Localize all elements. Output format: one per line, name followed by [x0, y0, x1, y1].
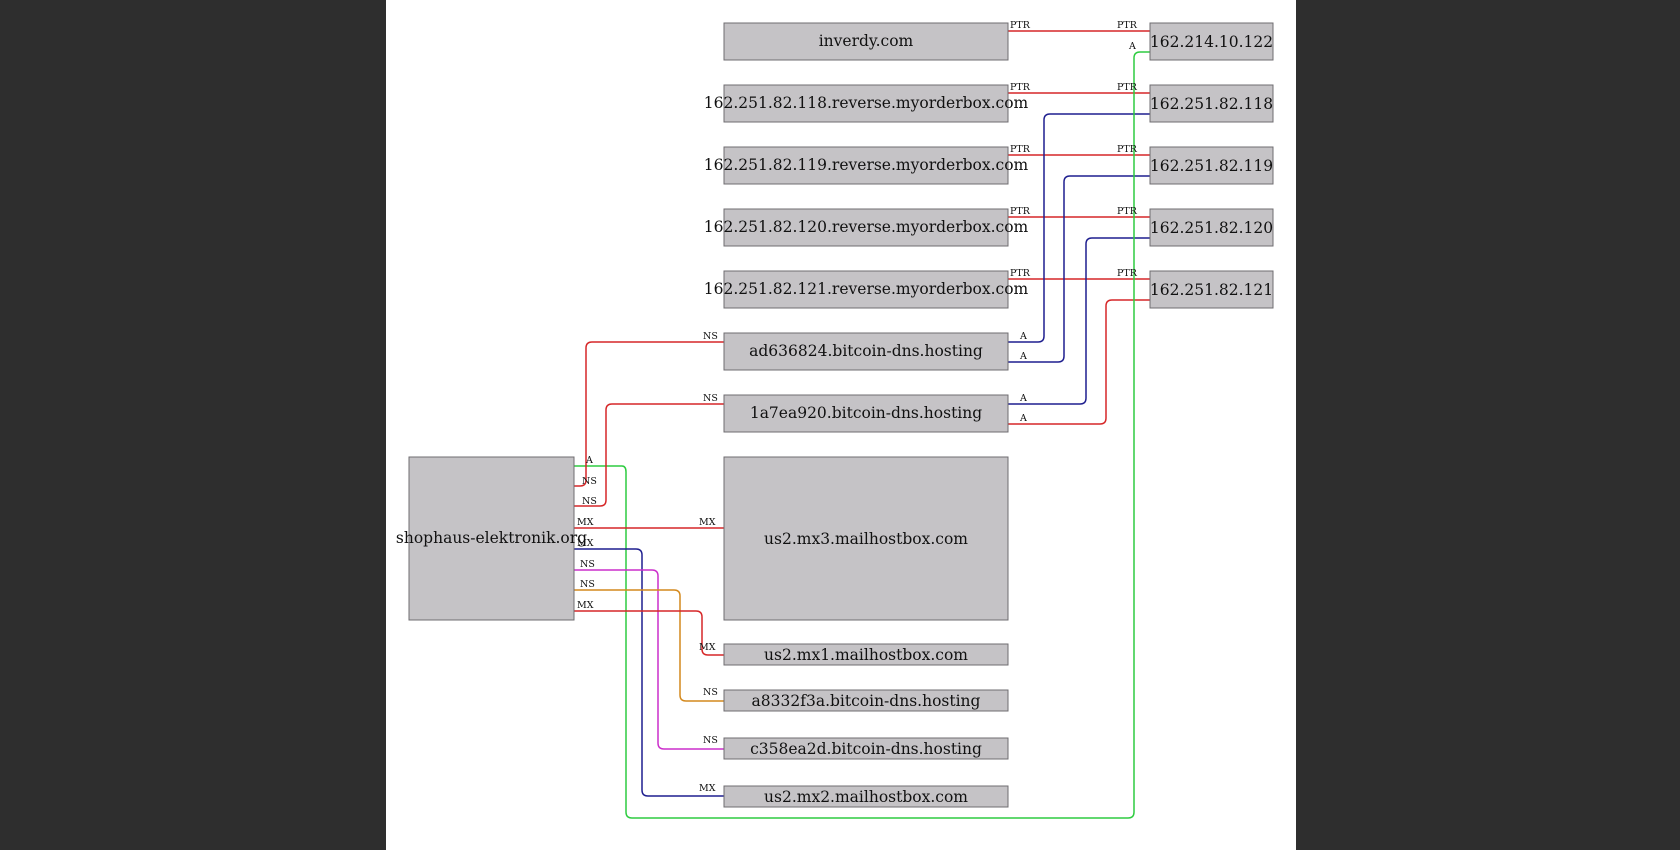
- node-label: us2.mx2.mailhostbox.com: [764, 788, 968, 806]
- node-inverdy[interactable]: inverdy.com: [723, 22, 1009, 61]
- label-ns-1a7ea920: NS: [703, 393, 718, 404]
- edge-mx-shophaus-mx1: [574, 610, 724, 656]
- edge-mx-shophaus-mx2: [574, 548, 724, 797]
- label-mx-mx1: MX: [699, 642, 716, 653]
- node-label: c358ea2d.bitcoin-dns.hosting: [750, 740, 982, 758]
- node-1a7ea920[interactable]: 1a7ea920.bitcoin-dns.hosting: [723, 394, 1009, 433]
- label-ns-c358ea2d: NS: [703, 735, 718, 746]
- label-ptr-rev121-left: PTR: [1010, 268, 1031, 279]
- node-ip118[interactable]: 162.251.82.118: [1149, 84, 1274, 123]
- label-ns-shophaus-1: NS: [582, 476, 597, 487]
- label-mx-shophaus-2: MX: [577, 538, 594, 549]
- node-label: a8332f3a.bitcoin-dns.hosting: [752, 692, 981, 710]
- edge-ns-shophaus-ad636824: [574, 341, 724, 487]
- edge-a-1a7ea920-ip121: [1008, 299, 1150, 425]
- label-ptr-inverdy-right: PTR: [1117, 20, 1138, 31]
- diagram-canvas: PTR PTR PTR PTR PTR PTR PTR PTR PTR PTR …: [386, 0, 1296, 850]
- node-label: 162.251.82.119.reverse.myorderbox.com: [704, 156, 1029, 174]
- label-ptr-rev119-left: PTR: [1010, 144, 1031, 155]
- node-label: 162.251.82.120.reverse.myorderbox.com: [704, 218, 1029, 236]
- label-mx-shophaus-1: MX: [577, 517, 594, 528]
- label-a-ad636824-1: A: [1019, 331, 1027, 342]
- node-ip122[interactable]: 162.214.10.122: [1149, 22, 1274, 61]
- node-rev121[interactable]: 162.251.82.121.reverse.myorderbox.com: [704, 270, 1029, 309]
- label-ptr-rev118-right: PTR: [1117, 82, 1138, 93]
- node-mx3[interactable]: us2.mx3.mailhostbox.com: [723, 456, 1009, 621]
- label-ns-ad636824: NS: [703, 331, 718, 342]
- label-mx-mx2: MX: [699, 783, 716, 794]
- node-shophaus[interactable]: shophaus-elektronik.org: [396, 456, 587, 621]
- label-ptr-rev120-left: PTR: [1010, 206, 1031, 217]
- node-rev119[interactable]: 162.251.82.119.reverse.myorderbox.com: [704, 146, 1029, 185]
- node-label: shophaus-elektronik.org: [396, 529, 587, 547]
- node-ip119[interactable]: 162.251.82.119: [1149, 146, 1274, 185]
- node-ip120[interactable]: 162.251.82.120: [1149, 208, 1274, 247]
- label-mx-mx3: MX: [699, 517, 716, 528]
- edge-ns-shophaus-c358ea2d: [574, 569, 724, 750]
- node-ip121[interactable]: 162.251.82.121: [1149, 270, 1274, 309]
- node-mx2[interactable]: us2.mx2.mailhostbox.com: [723, 785, 1009, 808]
- node-rev120[interactable]: 162.251.82.120.reverse.myorderbox.com: [704, 208, 1029, 247]
- node-label: 162.251.82.121: [1150, 281, 1273, 299]
- node-label: us2.mx1.mailhostbox.com: [764, 646, 968, 664]
- node-rev118[interactable]: 162.251.82.118.reverse.myorderbox.com: [704, 84, 1029, 123]
- edge-ns-shophaus-1a7ea920: [574, 403, 724, 507]
- label-a-1a7ea920-1: A: [1019, 393, 1027, 404]
- node-mx1[interactable]: us2.mx1.mailhostbox.com: [723, 643, 1009, 666]
- node-label: 162.251.82.121.reverse.myorderbox.com: [704, 280, 1029, 298]
- node-label: 1a7ea920.bitcoin-dns.hosting: [750, 404, 982, 422]
- node-label: 162.251.82.118: [1150, 95, 1273, 113]
- label-ptr-rev120-right: PTR: [1117, 206, 1138, 217]
- label-a-shophaus: A: [585, 455, 593, 466]
- node-label: 162.251.82.120: [1150, 219, 1273, 237]
- label-ptr-inverdy-left: PTR: [1010, 20, 1031, 31]
- node-label: 162.214.10.122: [1150, 33, 1273, 51]
- node-label: inverdy.com: [819, 32, 914, 50]
- node-a8332f3a[interactable]: a8332f3a.bitcoin-dns.hosting: [723, 689, 1009, 712]
- node-label: ad636824.bitcoin-dns.hosting: [749, 342, 983, 360]
- edge-a-ad636824-ip119: [1008, 175, 1150, 363]
- label-ptr-rev119-right: PTR: [1117, 144, 1138, 155]
- label-ptr-rev121-right: PTR: [1117, 268, 1138, 279]
- node-ad636824[interactable]: ad636824.bitcoin-dns.hosting: [723, 332, 1009, 371]
- label-ns-shophaus-2: NS: [582, 496, 597, 507]
- label-a-ad636824-2: A: [1019, 351, 1027, 362]
- label-mx-shophaus-3: MX: [577, 600, 594, 611]
- edge-a-1a7ea920-ip120: [1008, 237, 1150, 405]
- label-ns-a8332f3a: NS: [703, 687, 718, 698]
- edge-a-ad636824-ip118: [1008, 113, 1150, 343]
- label-a-ip122: A: [1128, 41, 1136, 52]
- label-a-1a7ea920-2: A: [1019, 413, 1027, 424]
- label-ptr-rev118-left: PTR: [1010, 82, 1031, 93]
- label-ns-shophaus-4: NS: [580, 579, 595, 590]
- node-label: us2.mx3.mailhostbox.com: [764, 530, 968, 548]
- node-label: 162.251.82.118.reverse.myorderbox.com: [704, 94, 1029, 112]
- label-ns-shophaus-3: NS: [580, 559, 595, 570]
- node-label: 162.251.82.119: [1150, 157, 1273, 175]
- edge-a-shophaus-ip122: [574, 51, 1150, 819]
- dns-graph: PTR PTR PTR PTR PTR PTR PTR PTR PTR PTR …: [396, 20, 1274, 819]
- node-c358ea2d[interactable]: c358ea2d.bitcoin-dns.hosting: [723, 737, 1009, 760]
- edge-ns-shophaus-a8332f3a: [574, 589, 724, 702]
